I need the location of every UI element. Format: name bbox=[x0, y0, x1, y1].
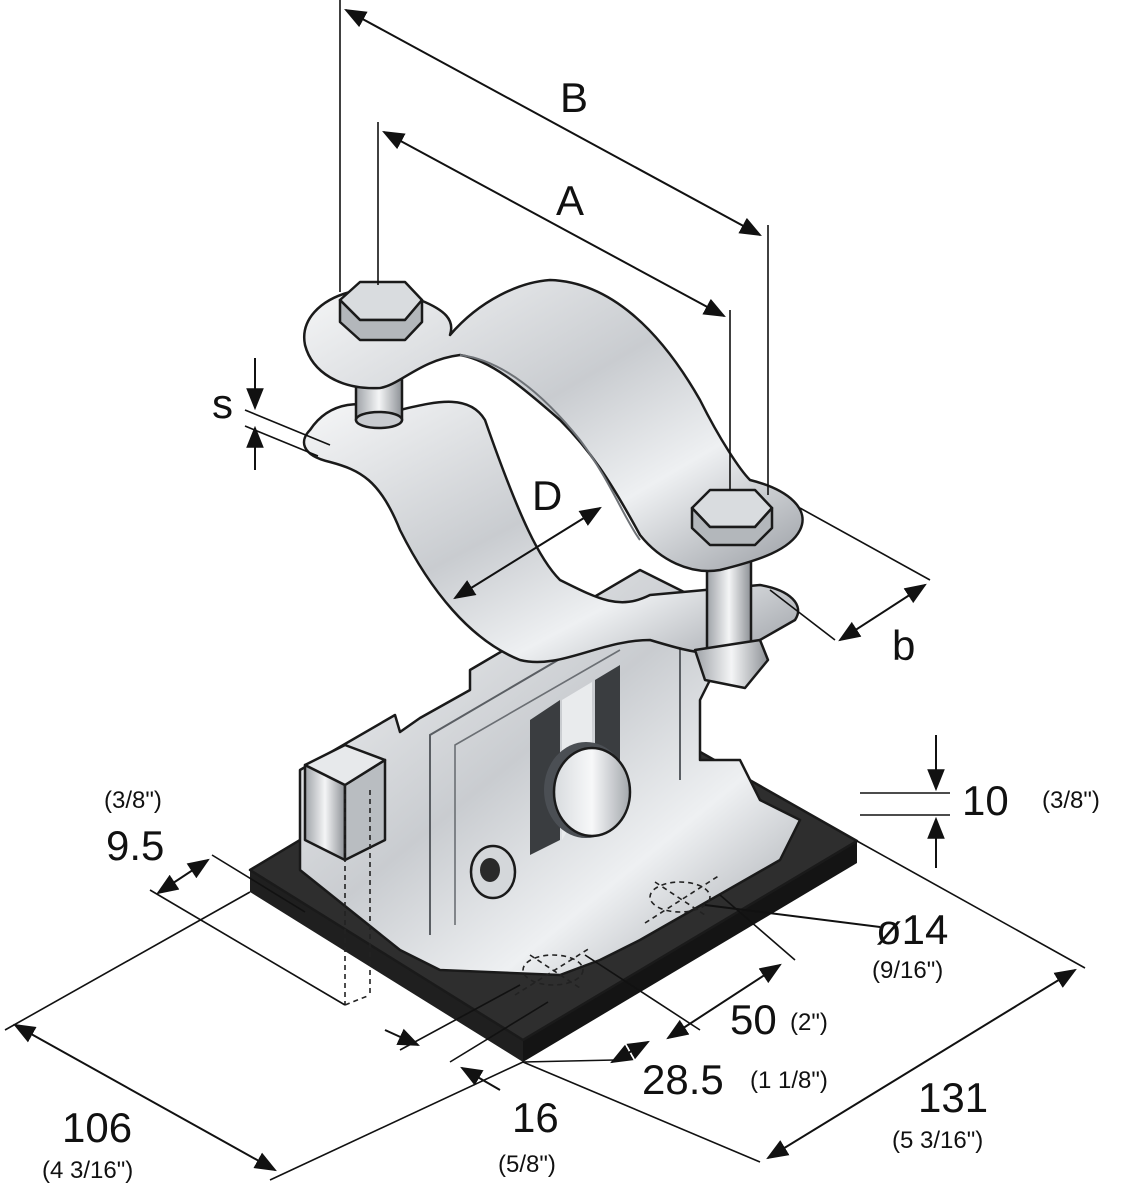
label-hole-diameter: ø14 bbox=[876, 906, 948, 953]
mounting-bracket bbox=[298, 568, 802, 977]
label-offset-inch: (3/8") bbox=[104, 787, 162, 814]
label-slot: 16 bbox=[512, 1094, 559, 1141]
label-A: A bbox=[556, 177, 584, 224]
clip-tab bbox=[303, 743, 387, 862]
hex-nut-right bbox=[690, 488, 774, 547]
upper-clamp-half bbox=[302, 278, 804, 573]
label-s: s bbox=[212, 380, 233, 427]
label-B: B bbox=[560, 74, 588, 121]
adjustment-knob bbox=[544, 742, 632, 838]
label-hole-edge-inch: (1 1/8") bbox=[750, 1067, 828, 1094]
mounting-holes bbox=[514, 874, 721, 996]
label-b: b bbox=[892, 622, 915, 669]
hidden-edge bbox=[344, 785, 371, 1006]
label-length-inch: (5 3/16") bbox=[892, 1127, 983, 1154]
bracket-hole bbox=[469, 844, 517, 900]
label-hole-edge: 28.5 bbox=[642, 1056, 724, 1103]
label-length: 131 bbox=[918, 1074, 988, 1121]
label-hole-spacing: 50 bbox=[730, 996, 777, 1043]
label-hole-diameter-inch: (9/16") bbox=[872, 957, 943, 984]
label-offset: 9.5 bbox=[106, 822, 164, 869]
lower-clamp-half bbox=[302, 400, 800, 664]
dimension-lines bbox=[4, 0, 1086, 1181]
label-thickness: 10 bbox=[962, 777, 1009, 824]
label-thickness-inch: (3/8") bbox=[1042, 787, 1100, 814]
label-hole-spacing-inch: (2") bbox=[790, 1009, 828, 1036]
label-width-inch: (4 3/16") bbox=[42, 1157, 133, 1184]
label-slot-inch: (5/8") bbox=[498, 1151, 556, 1178]
dimension-labels: B A s D b 10 (3/8") (3/8") 9.5 ø14 (9/16… bbox=[42, 74, 1100, 1184]
hex-nut-left bbox=[338, 280, 424, 342]
label-width: 106 bbox=[62, 1104, 132, 1151]
label-D: D bbox=[532, 472, 562, 519]
